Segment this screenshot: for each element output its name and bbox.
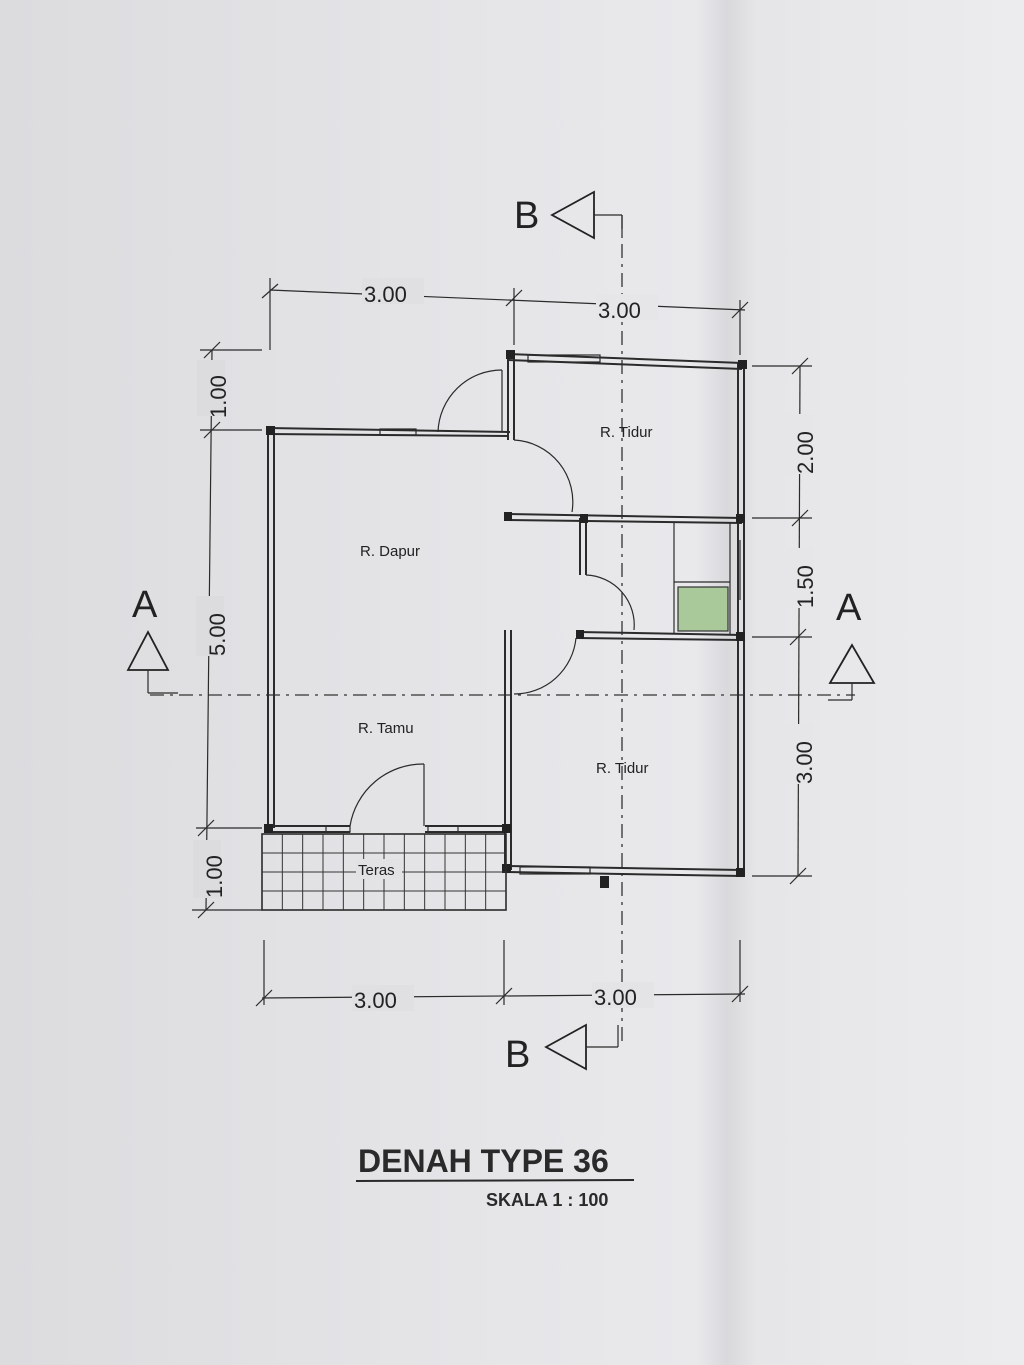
dim-top-right: 3.00 (598, 298, 641, 323)
section-label-b-top: B (514, 195, 539, 237)
dim-top-left: 3.00 (364, 282, 407, 307)
section-marker-a-right: A (828, 587, 876, 701)
room-label-kitchen: R. Dapur (360, 543, 420, 560)
dim-right-bottom: 3.00 (792, 741, 817, 784)
section-marker-a-left: A (126, 584, 178, 694)
dim-left-middle: 5.00 (205, 613, 230, 656)
room-label-terrace: Teras (358, 862, 395, 879)
dim-left-top: 1.00 (206, 375, 231, 418)
title-block: DENAH TYPE 36 SKALA 1 : 100 (355, 1143, 635, 1210)
room-labels: R. Tidur R. Dapur R. Tamu R. Tidur Teras (356, 424, 653, 879)
walls (266, 353, 745, 877)
dim-left-bottom: 1.00 (202, 855, 227, 898)
section-marker-b-bottom: B (505, 1023, 619, 1076)
shower-area (677, 586, 729, 632)
dim-bottom-right: 3.00 (594, 985, 637, 1010)
section-label-a-right: A (836, 587, 862, 629)
windows (325, 354, 741, 875)
dimension-lines (192, 278, 812, 1007)
section-label-b-bottom: B (505, 1034, 530, 1076)
dim-bottom-left: 3.00 (354, 988, 397, 1013)
room-label-bedroom-top: R. Tidur (600, 424, 653, 441)
drawing-title: DENAH TYPE 36 (358, 1143, 609, 1179)
section-label-a-left: A (132, 584, 158, 626)
section-marker-b-top: B (514, 190, 623, 240)
dim-right-top: 2.00 (793, 431, 818, 474)
room-label-bedroom-bottom: R. Tidur (596, 760, 649, 777)
drawing-scale: SKALA 1 : 100 (486, 1190, 608, 1210)
room-label-living: R. Tamu (358, 720, 414, 737)
doors (349, 369, 635, 827)
dim-right-middle: 1.50 (793, 565, 818, 608)
dimension-labels: 3.00 3.00 3.00 3.00 1.00 5.00 1.00 2.00 … (193, 278, 818, 1013)
